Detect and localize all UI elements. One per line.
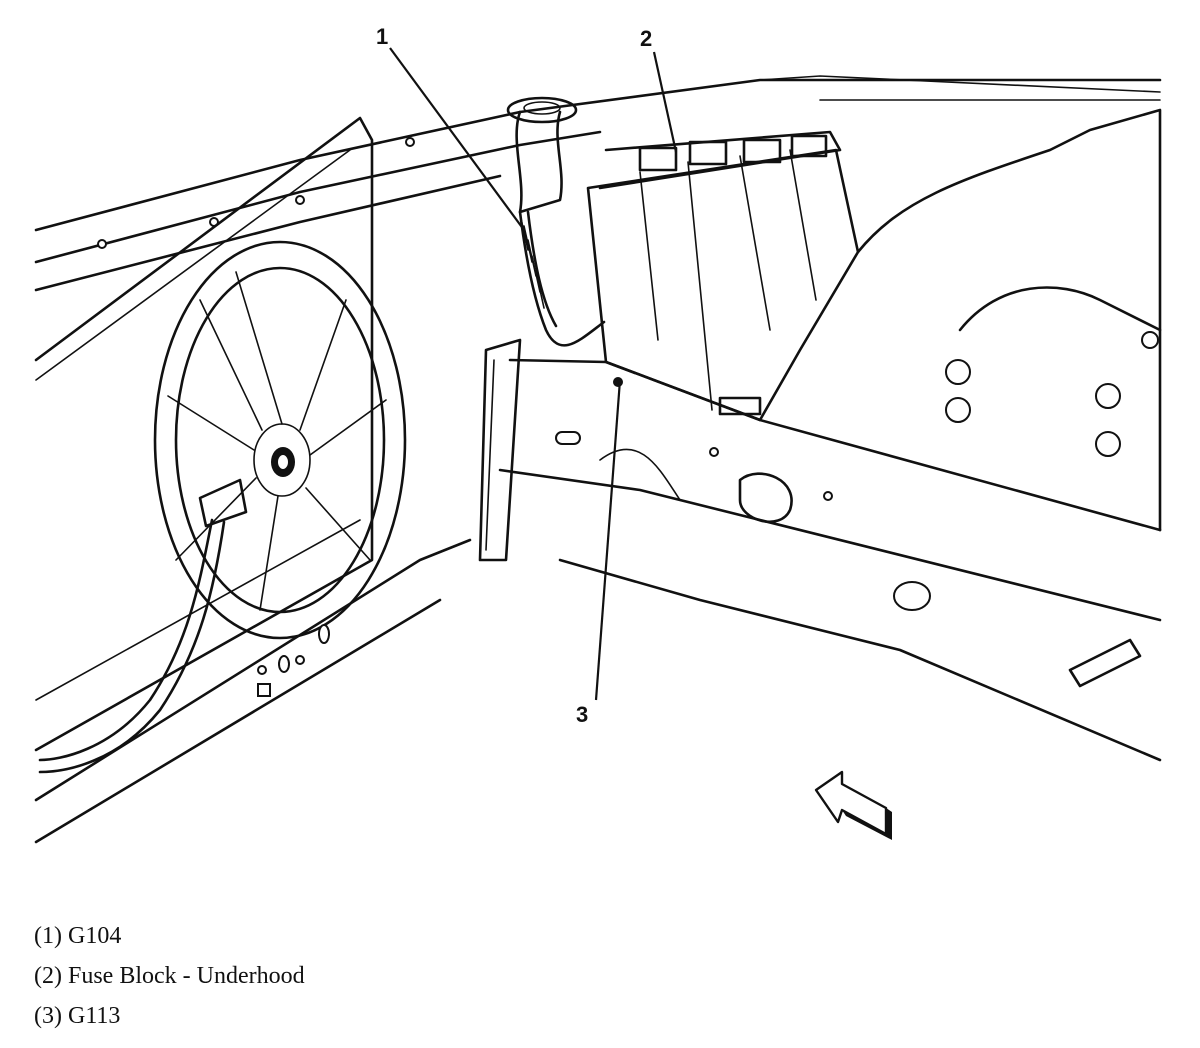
front-direction-arrow-icon	[814, 770, 892, 840]
callout-1: 1	[376, 24, 389, 49]
fan-shroud-frame	[34, 116, 374, 752]
callout-leaders	[389, 47, 678, 701]
legend-item-g113: (3) G113	[34, 1003, 121, 1029]
wiring-harness	[518, 210, 606, 347]
coolant-neck	[506, 96, 578, 214]
cooling-fan	[38, 240, 407, 774]
callout-2: 2	[640, 26, 653, 51]
legend-item-fuse-block: (2) Fuse Block - Underhood	[34, 963, 305, 989]
right-wheelhouse	[856, 108, 1162, 532]
fuse-block-underhood	[586, 130, 860, 422]
component-legend: (1) G104 (2) Fuse Block - Underhood (3) …	[34, 916, 305, 1036]
callout-3: 3	[576, 702, 589, 727]
upper-radiator-support	[34, 75, 1162, 292]
component-location-drawing	[34, 47, 1162, 844]
hood-latch-brace	[478, 338, 522, 562]
frame-rail	[498, 358, 1162, 762]
lower-tie-bar	[34, 538, 472, 844]
legend-item-g104: (1) G104	[34, 923, 122, 949]
